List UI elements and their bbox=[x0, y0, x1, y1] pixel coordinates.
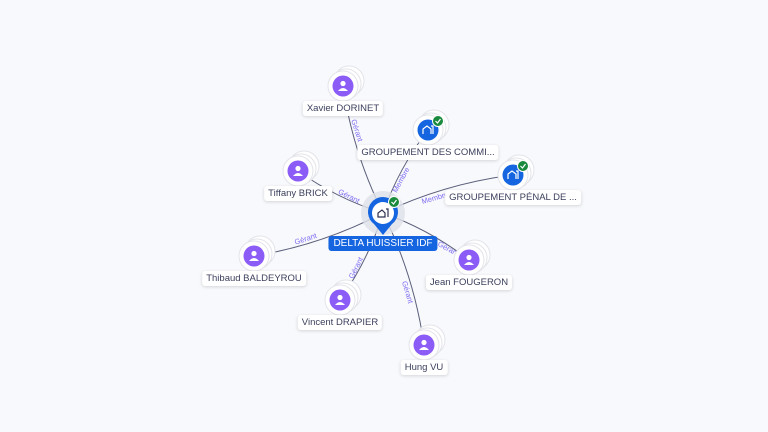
node-label[interactable]: GROUPEMENT DES COMMI... bbox=[357, 145, 499, 160]
node-label[interactable]: GROUPEMENT PÉNAL DE ... bbox=[445, 190, 581, 205]
verified-icon bbox=[388, 196, 400, 208]
person-node[interactable] bbox=[238, 235, 276, 272]
person-icon bbox=[249, 250, 259, 261]
node-label[interactable]: Vincent DRAPIER bbox=[297, 315, 383, 330]
person-icon bbox=[338, 80, 348, 91]
person-icon bbox=[464, 254, 474, 265]
building-icon bbox=[422, 125, 434, 134]
person-node[interactable] bbox=[327, 65, 365, 102]
verified-icon bbox=[517, 160, 529, 172]
node-label[interactable]: Jean FOUGERON bbox=[425, 275, 513, 290]
person-icon bbox=[335, 294, 345, 305]
person-icon bbox=[419, 339, 429, 350]
person-node[interactable] bbox=[324, 279, 362, 316]
edge-label: Membre bbox=[390, 166, 411, 194]
node-label[interactable]: Xavier DORINET bbox=[302, 101, 384, 116]
edge-label: Gérant bbox=[347, 255, 366, 280]
verified-icon bbox=[432, 115, 444, 127]
building-icon bbox=[507, 170, 519, 179]
person-icon bbox=[293, 165, 303, 176]
person-node[interactable] bbox=[282, 150, 320, 187]
person-node[interactable] bbox=[408, 324, 446, 361]
company-node[interactable] bbox=[497, 154, 535, 191]
person-node[interactable] bbox=[453, 239, 491, 276]
center-company-node[interactable] bbox=[361, 191, 405, 235]
center-node-label[interactable]: DELTA HUISSIER IDF bbox=[328, 236, 438, 251]
building-icon bbox=[377, 208, 389, 218]
node-label[interactable]: Hung VU bbox=[400, 360, 448, 375]
node-label[interactable]: Thibaud BALDEYROU bbox=[202, 271, 306, 286]
edge-label: Gérant bbox=[400, 280, 416, 305]
company-node[interactable] bbox=[412, 109, 450, 146]
edge-label: Gérant bbox=[337, 187, 362, 206]
node-label[interactable]: Tiffany BRICK bbox=[264, 186, 332, 201]
